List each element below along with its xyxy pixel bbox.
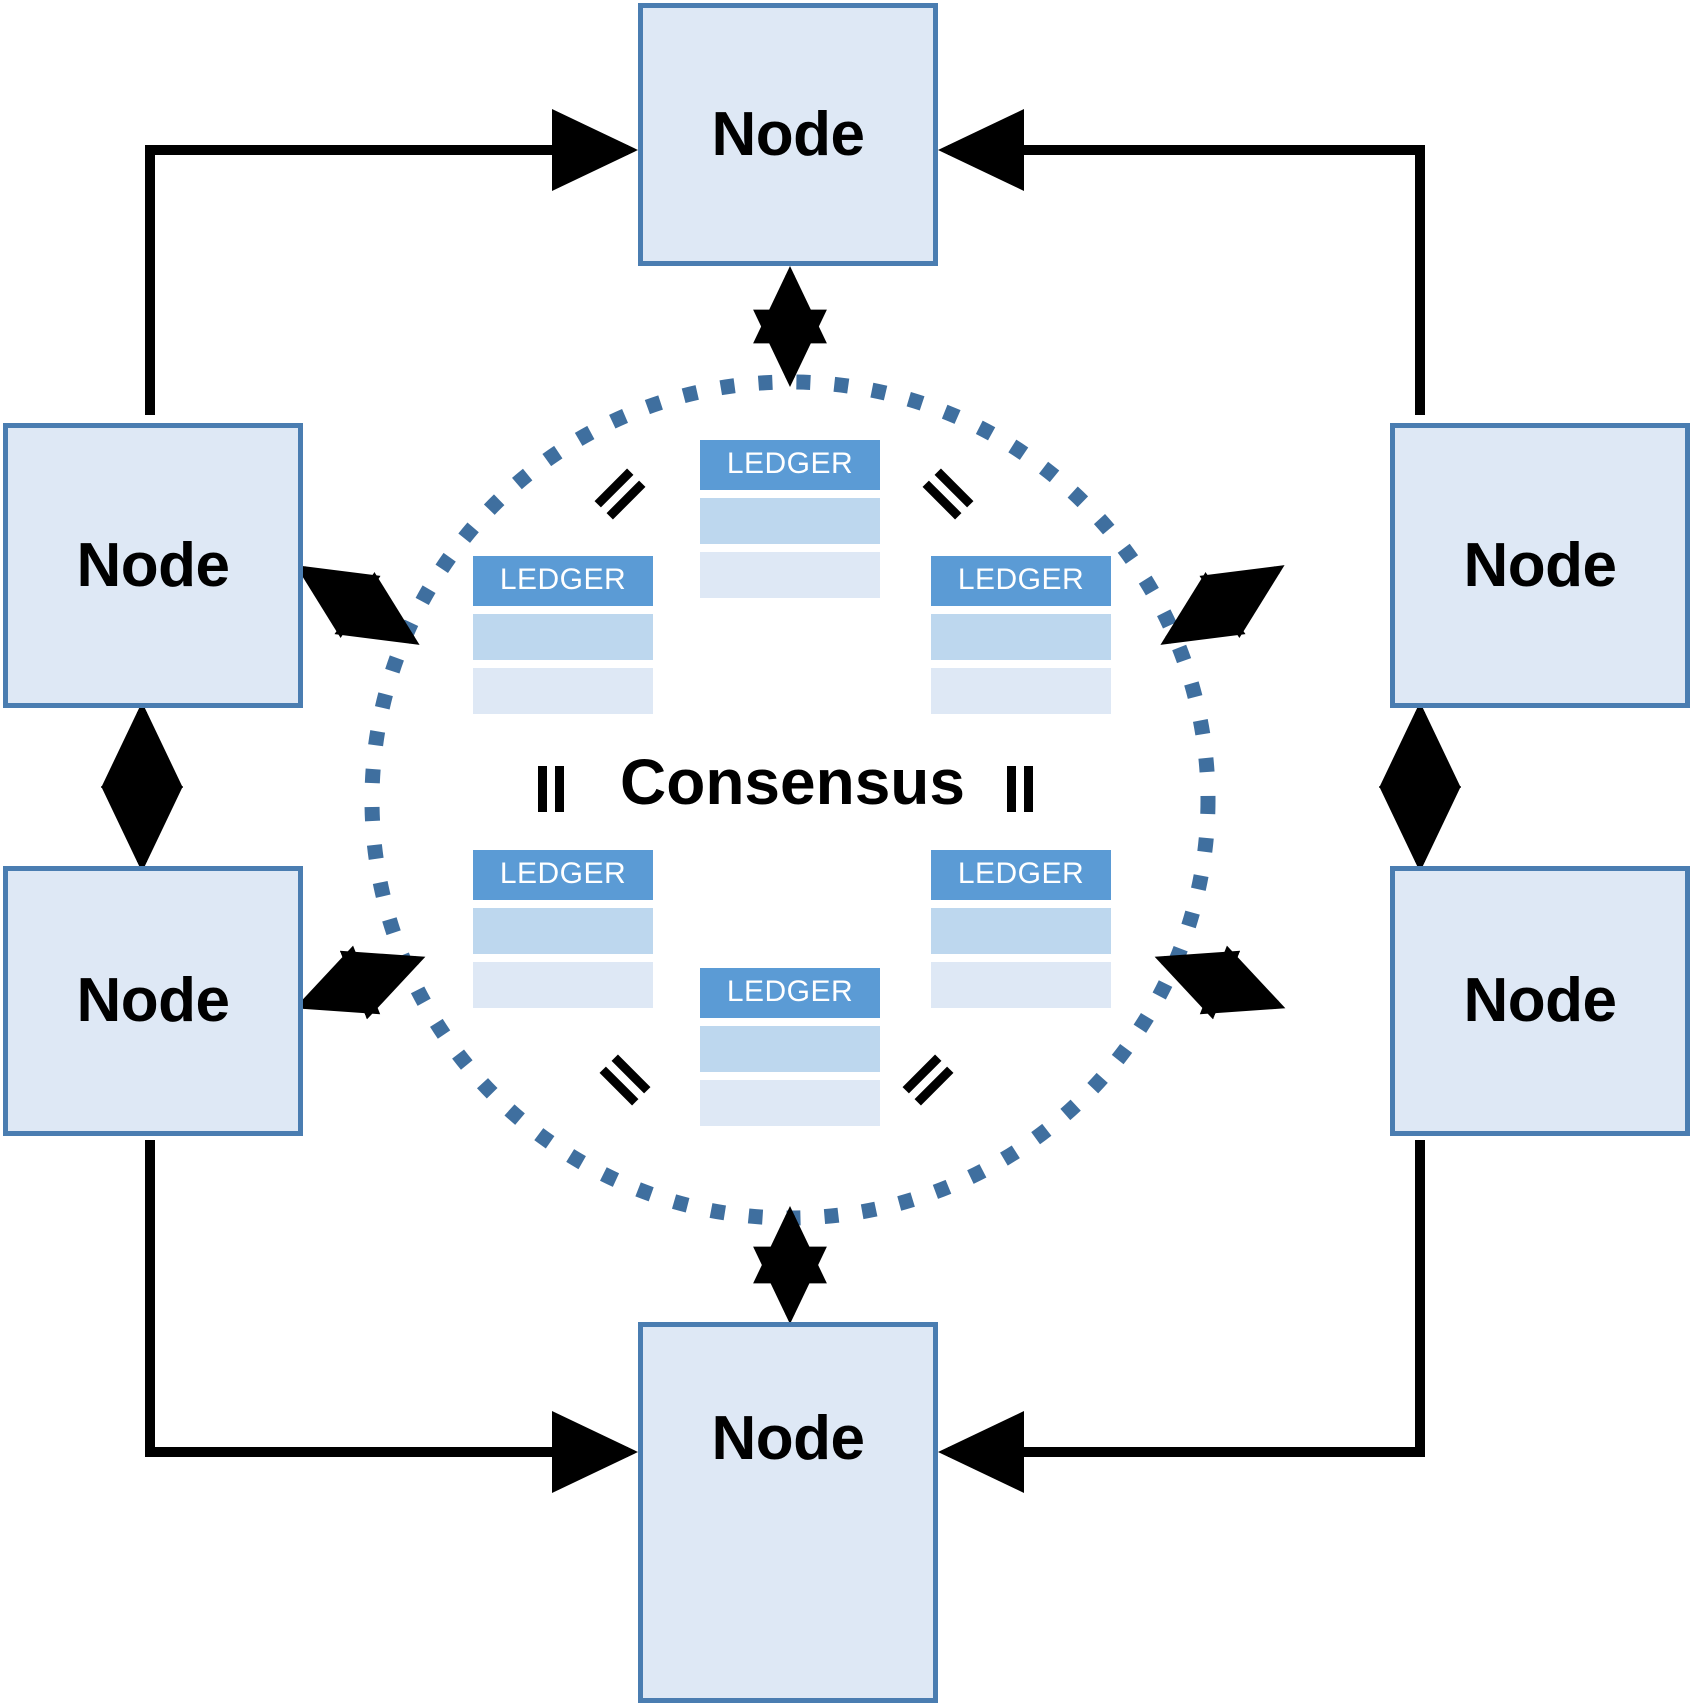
node-left-upper[interactable]: Node: [3, 423, 303, 708]
arrow-route-right-lower-to-bottom: [937, 1140, 1425, 1493]
arrow-route-right-upper-to-top: [937, 109, 1425, 415]
ledger-card-bottom-title: LEDGER: [700, 968, 880, 1018]
ledger-card-upper-right-row-1: [931, 614, 1111, 660]
ledger-card-lower-right-row-2: [931, 962, 1111, 1008]
ledger-card-bottom-row-1: [700, 1026, 880, 1072]
ledger-card-upper-left-title: LEDGER: [473, 556, 653, 606]
ledger-card-upper-left[interactable]: LEDGER: [473, 556, 653, 714]
ledger-card-lower-left-title: LEDGER: [473, 850, 653, 900]
ledger-card-lower-right-row-1: [931, 908, 1111, 954]
arrow-left-upper-node-to-consensus: [295, 565, 420, 645]
node-right-lower-label: Node: [1463, 966, 1618, 1035]
arrow-left-lower-node-to-consensus: [294, 945, 426, 1020]
node-top-label: Node: [711, 99, 866, 169]
arrow-right-upper-node-to-consensus: [1160, 565, 1285, 645]
ledger-card-bottom[interactable]: LEDGER: [700, 968, 880, 1126]
ledger-card-lower-right[interactable]: LEDGER: [931, 850, 1111, 1008]
node-left-upper-label: Node: [76, 530, 231, 600]
ledger-card-lower-left[interactable]: LEDGER: [473, 850, 653, 1008]
arrow-right-lower-node-to-consensus: [1154, 945, 1286, 1020]
ledger-card-upper-left-row-2: [473, 668, 653, 714]
node-bottom[interactable]: Node: [638, 1322, 938, 1703]
ledger-card-lower-left-row-1: [473, 908, 653, 954]
node-right-upper[interactable]: Node: [1390, 423, 1690, 708]
ledger-card-top-row-1: [700, 498, 880, 544]
consensus-label: Consensus: [620, 746, 965, 818]
ledger-card-top-title: LEDGER: [700, 440, 880, 490]
ledger-card-lower-left-row-2: [473, 962, 653, 1008]
ledger-card-top[interactable]: LEDGER: [700, 440, 880, 598]
ledger-card-upper-right[interactable]: LEDGER: [931, 556, 1111, 714]
ledger-card-bottom-row-2: [700, 1080, 880, 1126]
equals-mid-right-icon: [1003, 766, 1037, 812]
ledger-card-top-row-2: [700, 552, 880, 598]
ledger-card-upper-left-row-1: [473, 614, 653, 660]
node-bottom-label: Node: [711, 1403, 866, 1473]
node-left-lower-label: Node: [76, 966, 231, 1035]
equals-mid-left-icon: [534, 766, 568, 812]
node-left-lower[interactable]: Node: [3, 866, 303, 1136]
node-top[interactable]: Node: [638, 3, 938, 266]
node-right-upper-label: Node: [1463, 530, 1618, 600]
node-right-lower[interactable]: Node: [1390, 866, 1690, 1136]
arrow-route-left-lower-to-bottom: [145, 1140, 639, 1493]
arrow-route-left-upper-to-top: [145, 109, 639, 415]
ledger-card-lower-right-title: LEDGER: [931, 850, 1111, 900]
ledger-card-upper-right-row-2: [931, 668, 1111, 714]
ledger-card-upper-right-title: LEDGER: [931, 556, 1111, 606]
